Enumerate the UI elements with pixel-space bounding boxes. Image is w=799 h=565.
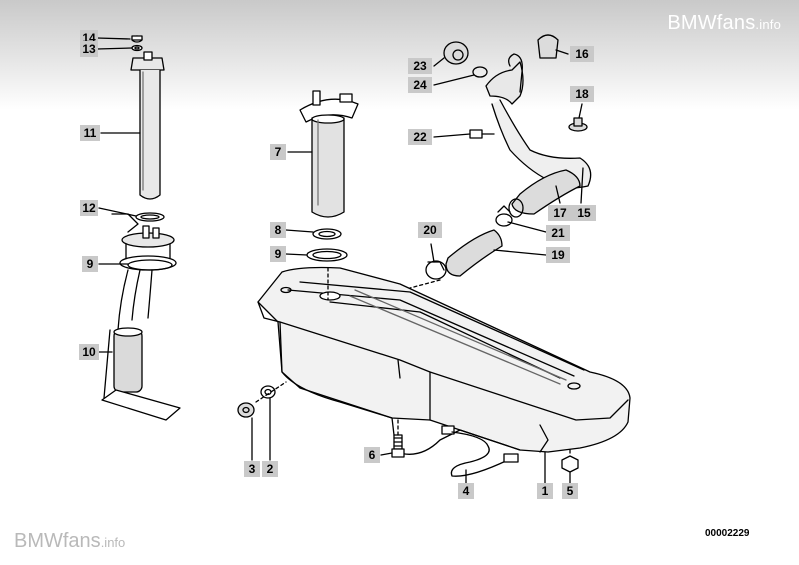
svg-text:24: 24 — [413, 78, 427, 92]
diagram-id: 00002229 — [705, 528, 750, 539]
part-9-seal-ring-center — [306, 248, 348, 262]
callout-4: 4 — [458, 483, 474, 499]
part-21-hose-clamp — [495, 205, 513, 227]
part-7-sender-unit — [299, 90, 359, 218]
svg-text:12: 12 — [82, 201, 96, 215]
callout-17: 17 — [548, 205, 572, 221]
callout-22: 22 — [408, 129, 432, 145]
callout-9-left: 9 — [82, 256, 98, 272]
callout-7: 7 — [270, 144, 286, 160]
svg-text:11: 11 — [84, 126, 97, 140]
filler-axis-line — [409, 279, 441, 289]
svg-text:7: 7 — [275, 145, 282, 159]
leader-14 — [96, 37, 131, 40]
callout-11: 11 — [80, 125, 100, 141]
fastener-axis-line — [255, 381, 287, 403]
watermark-bottom: BMWfans.info — [14, 530, 126, 552]
part-12-gasket — [135, 212, 165, 222]
part-24-seal-ring — [472, 66, 488, 78]
leader-18 — [578, 103, 583, 119]
svg-text:6: 6 — [369, 448, 376, 462]
leader-13 — [96, 47, 133, 50]
part-4-hose-line — [441, 425, 519, 477]
callout-18: 18 — [570, 86, 594, 102]
svg-text:2: 2 — [267, 462, 274, 476]
callout-9-center: 9 — [270, 246, 286, 262]
svg-text:3: 3 — [249, 462, 256, 476]
callout-21: 21 — [546, 225, 570, 241]
part-16-clip — [537, 34, 559, 59]
leader-15 — [580, 167, 584, 204]
svg-text:9: 9 — [275, 247, 282, 261]
svg-text:1: 1 — [542, 484, 549, 498]
callout-8: 8 — [270, 222, 286, 238]
callout-5: 5 — [562, 483, 578, 499]
part-22-screw — [469, 129, 495, 139]
callout-2: 2 — [262, 461, 278, 477]
callout-16: 16 — [570, 46, 594, 62]
leader-19 — [493, 249, 547, 256]
callout-10: 10 — [79, 344, 99, 360]
leader-9b — [285, 253, 308, 256]
leader-16 — [555, 49, 569, 55]
callout-6: 6 — [364, 447, 380, 463]
part-13-washer — [131, 44, 143, 52]
part-20-hose-clamp — [425, 260, 447, 280]
part-23-grommet — [443, 41, 469, 65]
svg-text:23: 23 — [413, 59, 427, 73]
part-18-rubber-buffer — [568, 117, 588, 132]
callout-1: 1 — [537, 483, 553, 499]
part-10-fuel-pump-assembly — [101, 213, 181, 421]
part-19-hose — [445, 229, 503, 277]
part-3-nut — [237, 402, 255, 418]
watermark-top: BMWfans.info — [667, 12, 781, 34]
svg-text:16: 16 — [575, 47, 589, 61]
part-14-nut — [131, 35, 143, 43]
svg-text:22: 22 — [413, 130, 427, 144]
svg-text:20: 20 — [423, 223, 437, 237]
svg-text:19: 19 — [551, 248, 565, 262]
svg-text:18: 18 — [575, 87, 589, 101]
svg-text:21: 21 — [551, 226, 565, 240]
svg-text:4: 4 — [463, 484, 470, 498]
svg-text:10: 10 — [82, 345, 96, 359]
part-1-fuel-tank — [257, 266, 631, 455]
svg-text:8: 8 — [275, 223, 282, 237]
part-9-seal-ring-left — [127, 259, 173, 271]
part-6-bolt — [391, 434, 405, 458]
part-5-nut — [561, 455, 579, 473]
svg-text:13: 13 — [82, 42, 96, 56]
callout-24: 24 — [408, 77, 432, 93]
leader-6 — [380, 452, 393, 456]
leader-21 — [507, 221, 547, 233]
part-8-lock-ring — [312, 228, 342, 240]
leader-8 — [285, 229, 314, 233]
callout-12: 12 — [80, 200, 98, 216]
svg-text:5: 5 — [567, 484, 574, 498]
part-11-level-sender — [130, 51, 165, 200]
svg-text:15: 15 — [577, 206, 591, 220]
leader-23 — [433, 57, 445, 67]
part-15-filler-pipe — [485, 53, 592, 189]
callout-15: 15 — [572, 205, 596, 221]
leader-20 — [430, 243, 435, 263]
callout-19: 19 — [546, 247, 570, 263]
leader-22 — [433, 133, 471, 138]
header-gradient — [0, 0, 799, 110]
callout-23: 23 — [408, 58, 432, 74]
callout-3: 3 — [244, 461, 260, 477]
leader-12 — [98, 207, 137, 217]
part-17-hose — [508, 169, 581, 218]
callout-20: 20 — [418, 222, 442, 238]
leader-24 — [433, 74, 475, 86]
svg-text:17: 17 — [553, 206, 567, 220]
part-2-washer — [260, 385, 276, 399]
callout-13: 13 — [80, 41, 98, 57]
svg-text:9: 9 — [87, 257, 94, 271]
leader-17 — [555, 185, 561, 204]
